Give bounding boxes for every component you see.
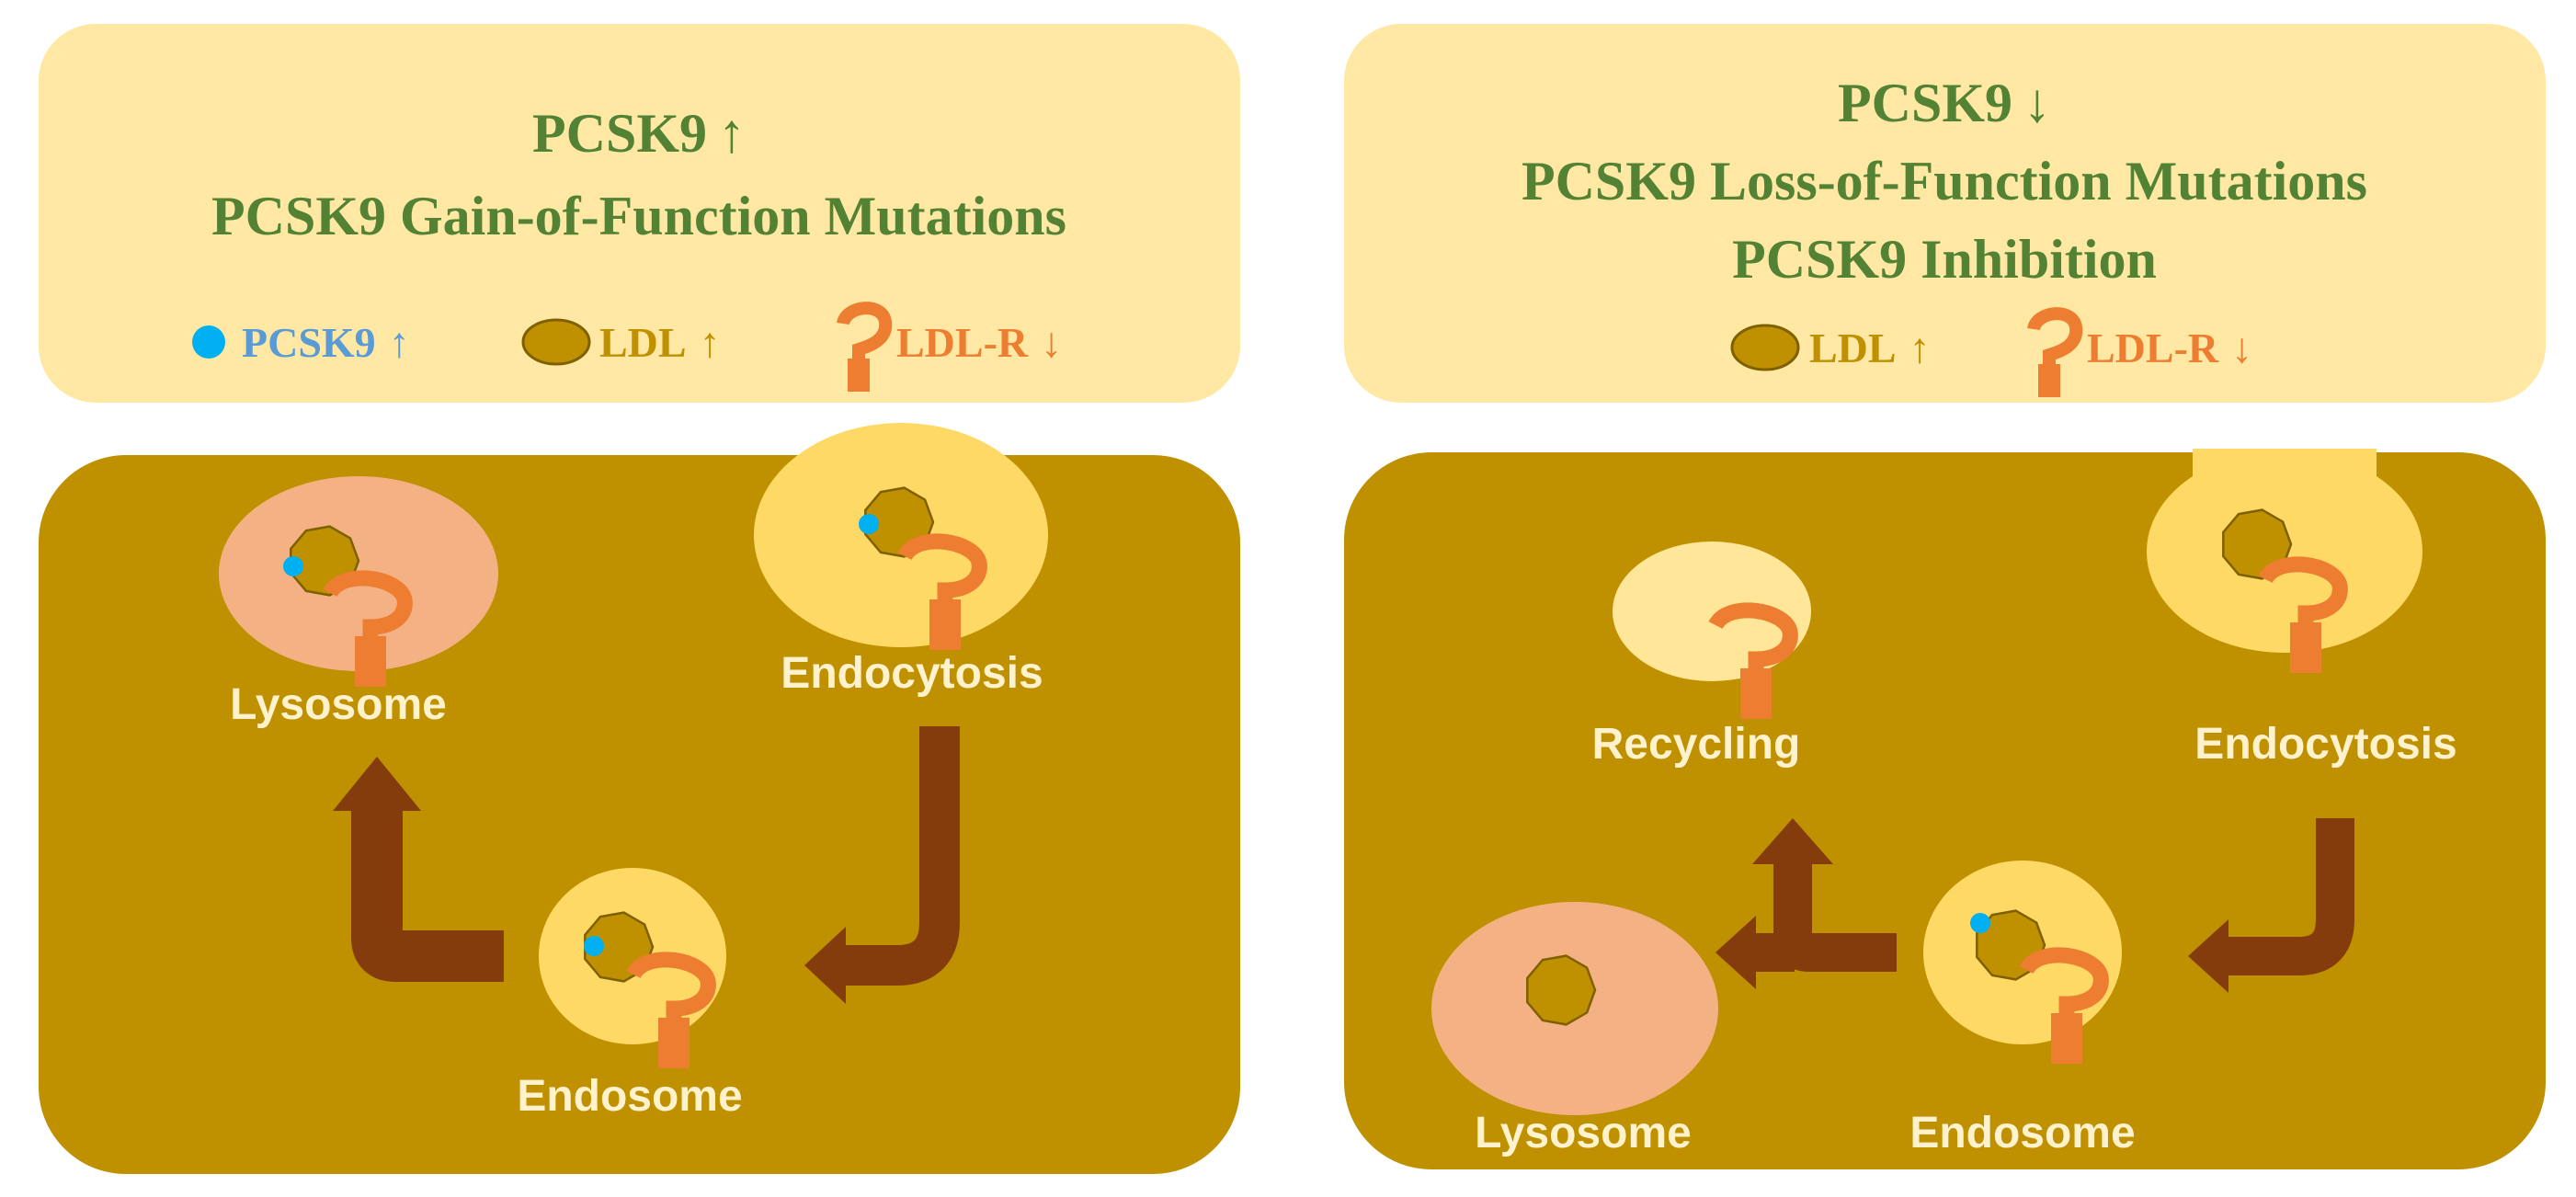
right-header-line2: PCSK9 Loss-of-Function Mutations [1522,151,2367,211]
pcsk9-legend-label: PCSK9↑ [242,319,410,366]
ldl-legend-icon-right [1730,324,1800,371]
ldlr-legend-icon [837,302,893,392]
endosome-pcsk9-dot [584,936,604,956]
right-lysosome-label: Lysosome [1475,1109,1692,1157]
pcsk9-legend-dot [192,325,225,359]
right-header-line1: PCSK9↓ [1838,73,2051,133]
right-endosome-label: Endosome [1909,1109,2135,1157]
arrow-endosome-to-lysosome [351,809,504,982]
right-arrow-to-recycling-head [1752,818,1833,864]
recycling-vesicle [1613,542,1811,681]
arrow-endocytosis-to-endosome-head [804,927,846,1004]
endocytosis-pcsk9-dot [859,514,879,534]
ldl-legend-label-right: LDL↑ [1809,325,1931,371]
right-lysosome-ldl [1526,954,1597,1026]
right-arrow-endocytosis-to-endosome [2217,818,2354,975]
left-legend-panel [39,24,1240,403]
left-header-line2: PCSK9 Gain-of-Function Mutations [211,186,1066,246]
recycling-label: Recycling [1592,720,1801,769]
ldl-legend-label: LDL↑ [599,319,721,366]
endosome-label: Endosome [517,1072,742,1121]
right-arrow-endocytosis-to-endosome-head [2188,919,2228,993]
ldlr-legend-label-right: LDL-R↓ [2087,325,2252,371]
ldl-legend-icon [521,318,591,366]
right-legend-panel [1344,24,2546,403]
right-endosome-pcsk9-dot [1970,913,1990,933]
right-arrow-to-lysosome-head [1715,916,1756,989]
right-header-line3: PCSK9 Inhibition [1732,229,2157,290]
lysosome-pcsk9-dot [283,556,303,576]
lysosome-label: Lysosome [230,680,447,729]
ldlr-legend-label: LDL-R↓ [896,319,1062,366]
right-endocytosis-label: Endocytosis [2194,720,2456,769]
ldlr-legend-icon-right [2027,307,2083,397]
left-cell-panel [39,455,1240,1174]
arrow-endosome-to-lysosome-head [333,757,421,811]
endocytosis-label: Endocytosis [781,649,1043,698]
arrow-endocytosis-to-endosome [832,726,960,986]
left-header-line1: PCSK9↑ [532,103,746,164]
